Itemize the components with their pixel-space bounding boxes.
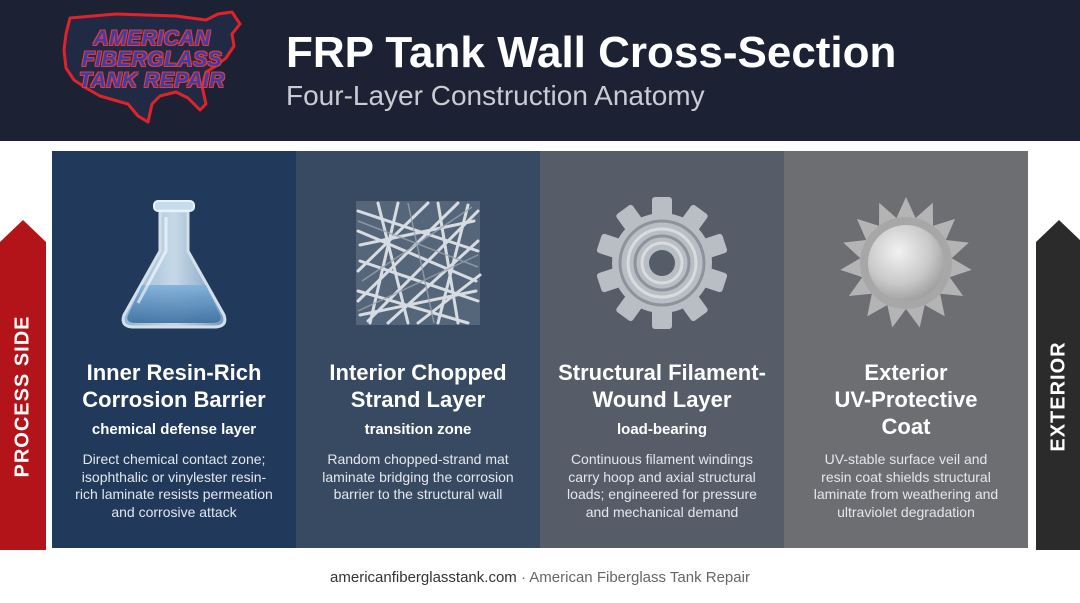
fiber-mat-icon	[348, 191, 488, 341]
layer-tag: load-bearing	[616, 421, 707, 438]
logo-wordmark: AMERICAN FIBERGLASS TANK REPAIR	[79, 27, 225, 92]
exterior-arrow: EXTERIOR	[1036, 220, 1080, 550]
arrow-up-icon	[1036, 220, 1080, 550]
layer-title: Interior Chopped Strand Layer	[329, 360, 507, 412]
layer-title: Exterior UV-Protective Coat	[834, 360, 978, 439]
process-side-label: PROCESS SIDE	[11, 314, 34, 478]
layer-panel-corrosion-barrier[interactable]: Inner Resin-Rich Corrosion Barrier chemi…	[52, 151, 296, 548]
layer-panels: Inner Resin-Rich Corrosion Barrier chemi…	[52, 151, 1028, 548]
layer-panel-uv-coat[interactable]: Exterior UV-Protective Coat UV-stable su…	[784, 151, 1028, 548]
layer-description: Continuous filament windings carry hoop …	[567, 451, 757, 520]
sun-icon	[836, 191, 976, 341]
footer-separator: ·	[520, 569, 526, 586]
page-title: FRP Tank Wall Cross-Section	[286, 28, 897, 77]
layer-title: Structural Filament- Wound Layer	[558, 360, 766, 412]
layer-description: Direct chemical contact zone; isophthali…	[75, 451, 273, 520]
layer-title: Inner Resin-Rich Corrosion Barrier	[82, 360, 266, 412]
footer-company: American Fiberglass Tank Repair	[529, 569, 750, 586]
layer-description: Random chopped-strand mat laminate bridg…	[322, 451, 514, 502]
header: AMERICAN FIBERGLASS TANK REPAIR FRP Tank…	[0, 0, 1080, 141]
company-logo[interactable]: AMERICAN FIBERGLASS TANK REPAIR	[56, 6, 246, 130]
layer-description: UV-stable surface veil and resin coat sh…	[813, 451, 999, 520]
footer: americanfiberglasstank.com · American Fi…	[0, 569, 1080, 586]
arrow-up-icon	[0, 220, 46, 550]
layer-tag: transition zone	[364, 421, 472, 438]
footer-site-link[interactable]: americanfiberglasstank.com	[330, 569, 517, 586]
layer-tag: chemical defense layer	[91, 421, 257, 438]
process-side-arrow: PROCESS SIDE	[0, 220, 46, 550]
exterior-label: EXTERIOR	[1047, 340, 1070, 452]
gear-icon	[592, 191, 732, 341]
page-subtitle: Four-Layer Construction Anatomy	[286, 80, 705, 111]
layer-panel-filament-wound[interactable]: Structural Filament- Wound Layer load-be…	[540, 151, 784, 548]
flask-icon	[104, 191, 244, 341]
layer-panel-chopped-strand[interactable]: Interior Chopped Strand Layer transition…	[296, 151, 540, 548]
usa-map-outline-icon	[62, 10, 242, 124]
